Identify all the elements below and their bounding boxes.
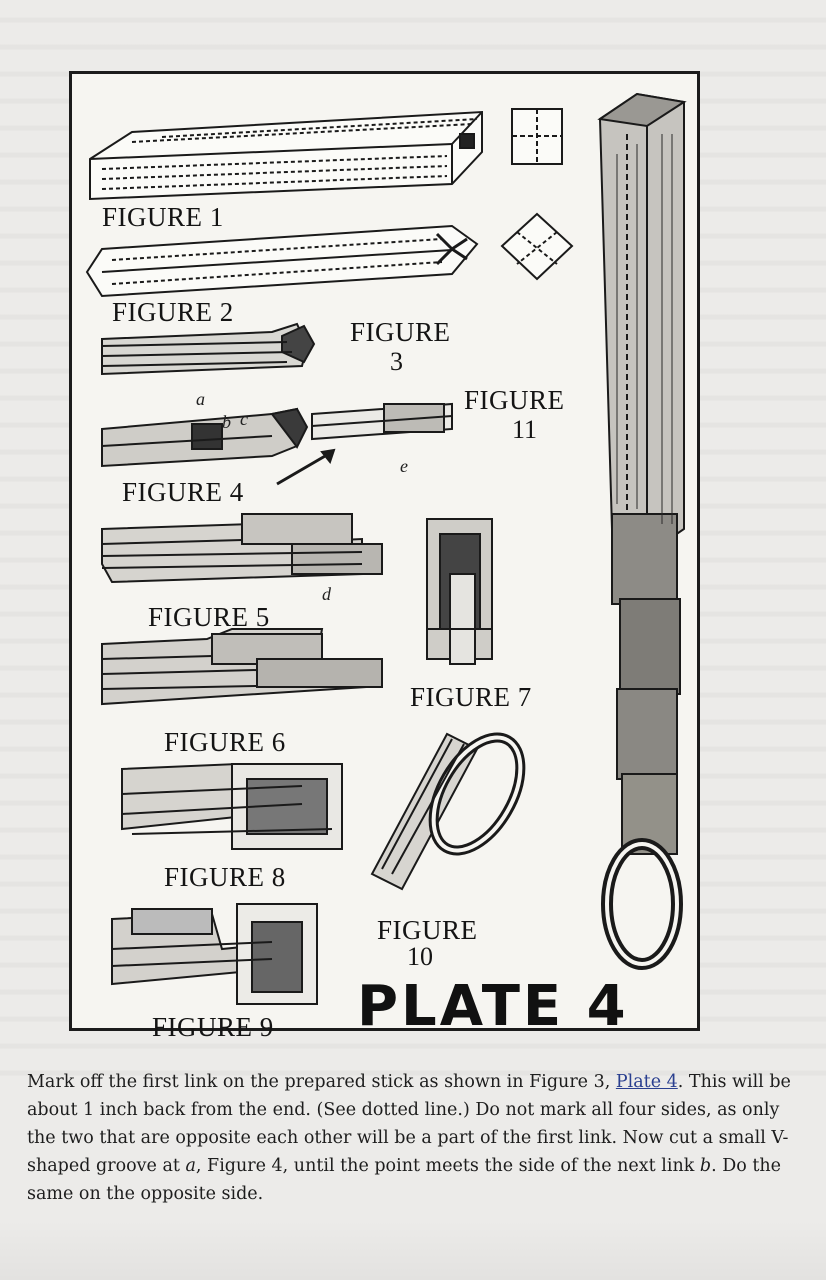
- figure-5-label: FIGURE 5: [148, 602, 270, 632]
- figure-7-link: [426, 518, 493, 665]
- figure-5-stick: [101, 513, 383, 584]
- figure-10-label: FIGURE: [377, 915, 478, 945]
- figure-11-chain: [597, 92, 687, 970]
- figure-9-label: FIGURE 9: [152, 1012, 274, 1042]
- figure-4-detail: [276, 402, 453, 486]
- figure-1-section: [511, 108, 563, 165]
- figure-10-chain: [370, 732, 526, 891]
- caption-text-1: Mark off the first link on the prepared …: [27, 1072, 616, 1092]
- letter-d: d: [322, 584, 331, 604]
- figure-6-stick: [101, 628, 383, 706]
- figure-2-stick: [85, 224, 479, 298]
- figure-4-label: FIGURE 4: [122, 477, 244, 507]
- figure-8-label: FIGURE 8: [164, 862, 286, 892]
- figure-4-stick: [101, 407, 309, 468]
- figure-1-label: FIGURE 1: [102, 202, 224, 232]
- figure-9-link: [111, 903, 318, 1005]
- letter-e: e: [400, 456, 408, 476]
- letter-c: c: [240, 409, 248, 429]
- figure-3-stick: [101, 322, 316, 376]
- figure-10-number: 10: [407, 942, 433, 971]
- caption-italic-b: b: [699, 1156, 712, 1176]
- figure-11-label: FIGURE: [464, 385, 565, 415]
- page-shade: [0, 1220, 826, 1280]
- figure-7-label: FIGURE 7: [410, 682, 532, 712]
- caption-text-3: , Figure 4, until the point meets the si…: [195, 1156, 700, 1176]
- plate-drawing: [85, 92, 687, 1005]
- figure-3-label: FIGURE: [350, 317, 451, 347]
- plate-4-link[interactable]: Plate 4: [615, 1072, 678, 1092]
- plate-title: PLATE 4: [357, 974, 629, 1039]
- figure-8-link: [121, 762, 343, 850]
- figure-2-section: [500, 212, 574, 281]
- caption-paragraph: Mark off the first link on the prepared …: [27, 1068, 797, 1208]
- caption-text-2: . This will be about 1 inch back from th…: [27, 1072, 791, 1176]
- plate-illustration: FIGURE 1 FIGURE 2 FIGURE 3 FIGURE 11 FIG…: [69, 71, 700, 1041]
- caption-italic-a: a: [185, 1156, 196, 1176]
- figure-3-number: 3: [390, 347, 403, 376]
- figure-6-label: FIGURE 6: [164, 727, 286, 757]
- letter-a: a: [196, 389, 205, 409]
- letter-b: b: [222, 412, 231, 432]
- figure-1-stick: [89, 110, 483, 201]
- figure-11-number: 11: [512, 415, 538, 444]
- figure-2-label: FIGURE 2: [112, 297, 234, 327]
- caption-text-4: . Do the same on the opposite side.: [27, 1156, 782, 1204]
- hatching: [616, 134, 673, 524]
